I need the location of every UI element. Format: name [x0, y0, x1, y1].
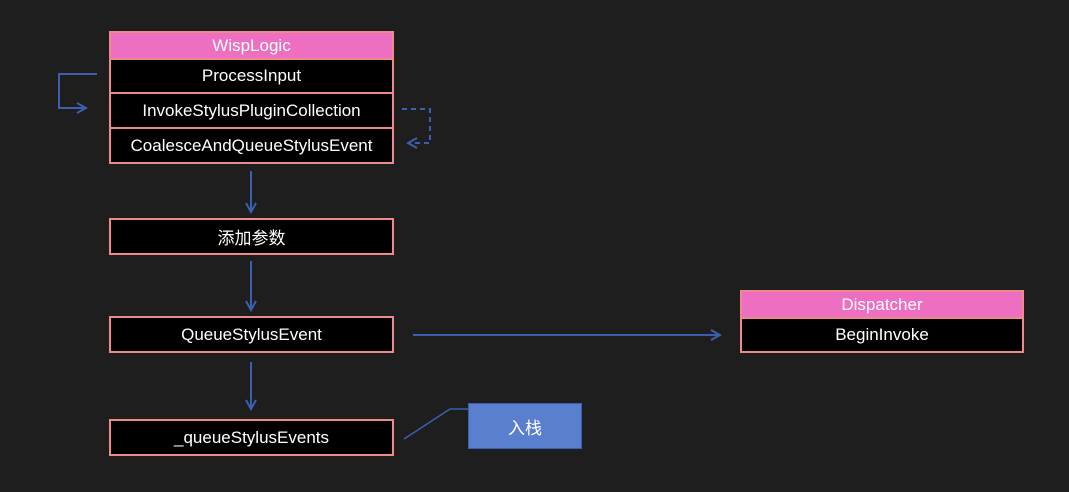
coalesce-and-queue-stylus-event-method: CoalesceAndQueueStylusEvent: [109, 127, 394, 164]
invoke-to-coalesce-dashed-arrow: [402, 108, 431, 143]
wisplogic-header: WispLogic: [109, 31, 394, 60]
process-input-method: ProcessInput: [109, 58, 394, 94]
begin-invoke-label: BeginInvoke: [835, 325, 929, 344]
add-params-box: 添加参数: [109, 218, 394, 255]
push-stack-note: 入栈: [468, 403, 582, 449]
queue-stylus-events-field-box: _queueStylusEvents: [109, 419, 394, 456]
process-input-label: ProcessInput: [201, 66, 302, 85]
invoke-stylus-plugin-collection-label: InvokeStylusPluginCollection: [142, 100, 361, 120]
queue-stylus-events-field-label: _queueStylusEvents: [174, 427, 329, 447]
begin-invoke-method: BeginInvoke: [740, 317, 1024, 353]
push-stack-note-label: 入栈: [508, 418, 542, 438]
coalesce-and-queue-stylus-event-label: CoalesceAndQueueStylusEvent: [130, 135, 373, 155]
wisplogic-header-label: WispLogic: [212, 35, 291, 55]
note-leader-line: [403, 408, 468, 440]
queue-stylus-event-box: QueueStylusEvent: [109, 316, 394, 353]
invoke-stylus-plugin-collection-method: InvokeStylusPluginCollection: [109, 92, 394, 129]
queue-stylus-event-label: QueueStylusEvent: [181, 324, 322, 344]
add-params-label: 添加参数: [217, 229, 286, 248]
process-input-loop-arrow: [58, 73, 97, 108]
dispatcher-header-label: Dispatcher: [841, 294, 923, 314]
dispatcher-header: Dispatcher: [740, 290, 1024, 319]
